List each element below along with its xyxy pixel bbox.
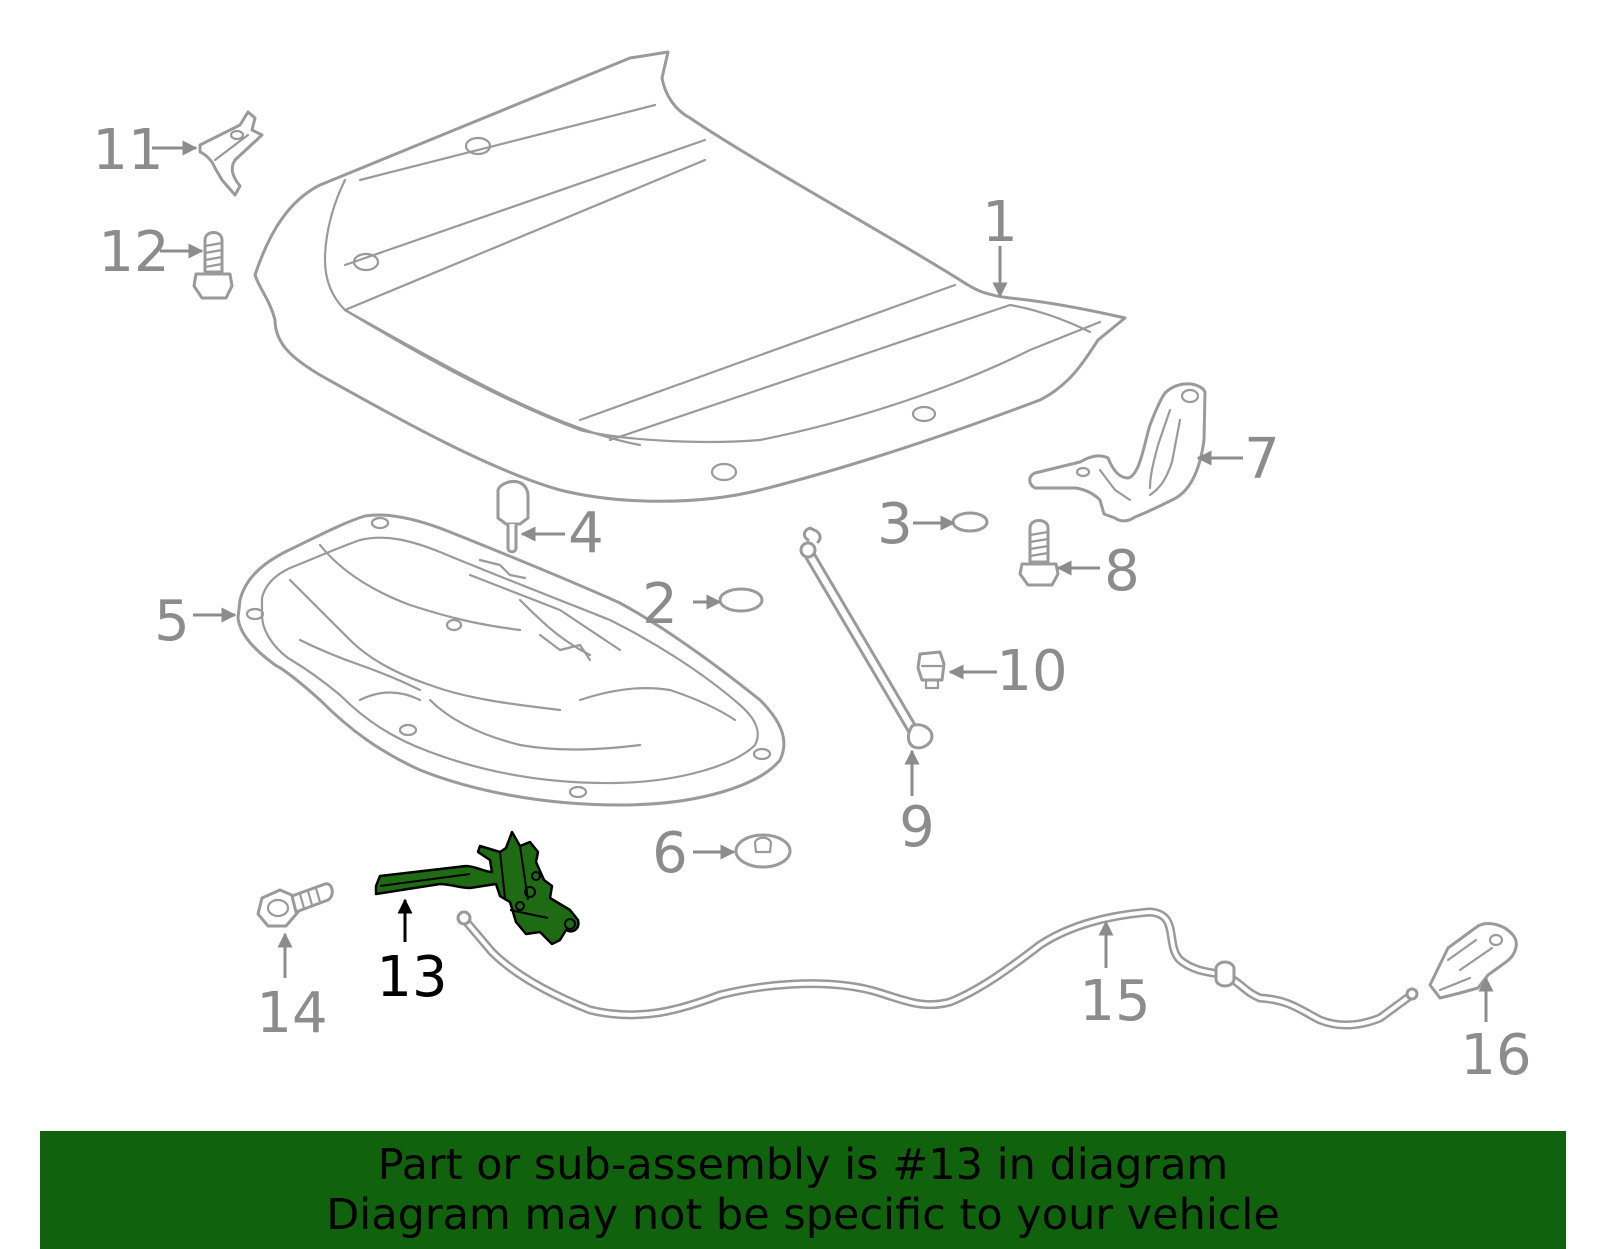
callout-1: 1	[982, 190, 1018, 255]
callout-15: 15	[1079, 969, 1150, 1034]
bolt-part-14[interactable]	[256, 882, 334, 928]
bumper-stop-part[interactable]	[496, 480, 530, 554]
seal-part-2[interactable]	[718, 587, 764, 613]
release-handle-part[interactable]	[1428, 922, 1518, 1000]
callout-7: 7	[1244, 427, 1280, 492]
callout-8: 8	[1104, 539, 1140, 604]
bracket-part-11[interactable]	[198, 110, 264, 197]
callout-labels: 1 2 3 4 5 6 7 8 9 10 11 12 13 14 15 16	[92, 118, 1531, 1088]
banner-line-disclaimer: Diagram may not be specific to your vehi…	[326, 1190, 1280, 1240]
bolt-part-8[interactable]	[1018, 519, 1060, 587]
callout-11: 11	[92, 118, 163, 183]
hinge-part[interactable]	[1028, 382, 1207, 523]
callout-13: 13	[376, 945, 447, 1010]
callout-3: 3	[877, 492, 913, 557]
hood-part[interactable]	[253, 50, 1127, 503]
callout-9: 9	[899, 795, 935, 860]
callout-4: 4	[568, 501, 604, 566]
clip-part-10[interactable]	[916, 650, 946, 690]
callout-5: 5	[154, 589, 190, 654]
seal-part-3[interactable]	[951, 511, 989, 533]
support-rod-part[interactable]	[799, 526, 934, 750]
plug-part[interactable]	[734, 833, 792, 869]
info-banner: Part or sub-assembly is #13 in diagram D…	[40, 1131, 1566, 1249]
bolt-part-12[interactable]	[192, 231, 234, 300]
banner-line-part-number: Part or sub-assembly is #13 in diagram	[377, 1140, 1229, 1190]
hood-insulator-part[interactable]	[236, 513, 786, 807]
callout-16: 16	[1460, 1023, 1531, 1088]
release-cable-part[interactable]	[456, 907, 1419, 1030]
callout-12: 12	[98, 220, 169, 285]
hood-latch-part[interactable]	[374, 830, 580, 946]
callout-2: 2	[642, 572, 678, 637]
callout-14: 14	[256, 981, 327, 1046]
leader-arrows	[152, 140, 1494, 1022]
callout-6: 6	[652, 821, 688, 886]
callout-10: 10	[996, 639, 1067, 704]
